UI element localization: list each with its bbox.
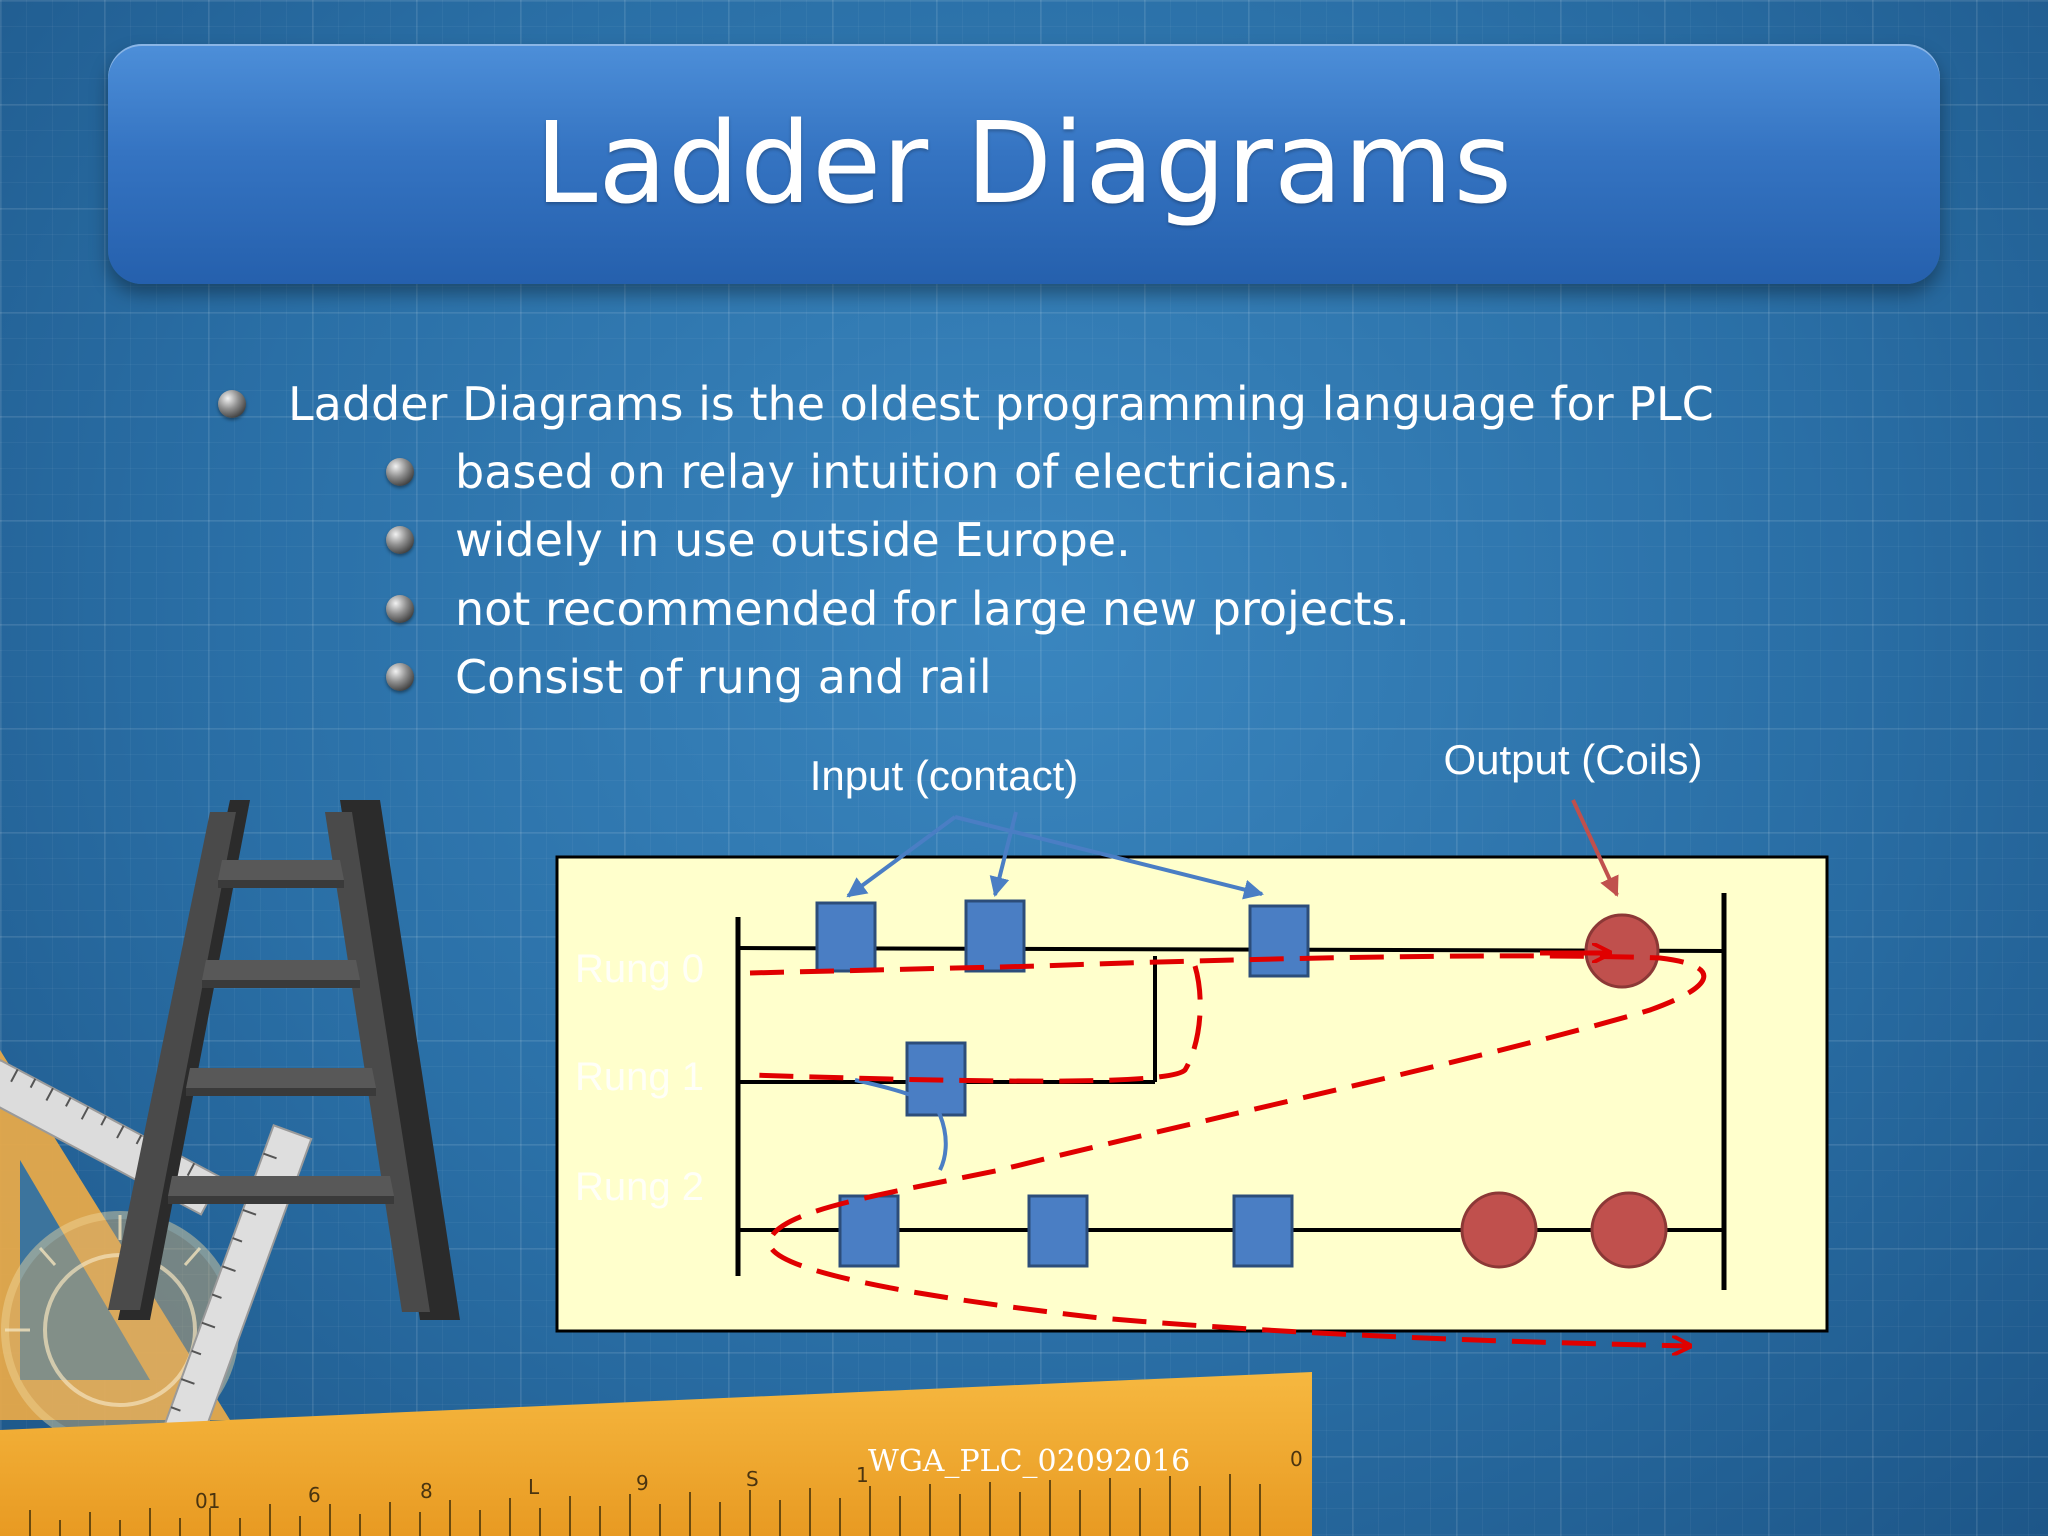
contact-icon xyxy=(964,899,1026,973)
yellow-ruler-icon: 01 6 8 L 9 S 1 0 xyxy=(0,1372,1312,1536)
bullet-icon xyxy=(386,663,414,691)
rung-label: Rung 1 xyxy=(575,1055,704,1099)
flow-path xyxy=(749,953,1707,1346)
contact-icon xyxy=(1248,904,1310,978)
ruler-number: L xyxy=(528,1475,540,1499)
ladder-icon xyxy=(108,800,460,1320)
bullet-item: Ladder Diagrams is the oldest programmin… xyxy=(288,377,1714,431)
rung-label: Rung 0 xyxy=(575,947,704,991)
bullet-item: based on relay intuition of electricians… xyxy=(455,445,1352,499)
contact-icon xyxy=(1027,1194,1089,1268)
coil-icon xyxy=(1460,1191,1538,1269)
bullet-icon xyxy=(386,526,414,554)
bullet-item: widely in use outside Europe. xyxy=(455,513,1131,567)
bullet-list: Ladder Diagrams is the oldest programmin… xyxy=(0,0,2048,720)
contact-icon xyxy=(815,901,877,973)
output-label: Output (Coils) xyxy=(1443,736,1702,783)
title-banner: Ladder Diagrams xyxy=(108,44,1940,284)
bullet-item: not recommended for large new projects. xyxy=(455,582,1410,636)
ruler-number: 01 xyxy=(195,1489,220,1513)
bullet-icon xyxy=(218,390,246,418)
ruler-number: 8 xyxy=(420,1479,433,1503)
rung-label: Rung 2 xyxy=(575,1165,704,1209)
slide-footer: WGA_PLC_02092016 xyxy=(868,1444,1191,1479)
ruler-number: S xyxy=(746,1467,759,1491)
contact-icon xyxy=(838,1194,900,1268)
contact-icon xyxy=(1232,1194,1294,1268)
ruler-number: 0 xyxy=(1290,1447,1303,1471)
ruler-number: 9 xyxy=(636,1471,649,1495)
slide-title: Ladder Diagrams xyxy=(535,99,1513,229)
ruler-number: 1 xyxy=(856,1463,869,1487)
ruler-number: 6 xyxy=(308,1483,321,1507)
ladder-diagram: Rung 0 Rung 1 Rung 2 xyxy=(555,799,1829,1346)
bullet-icon xyxy=(386,458,414,486)
bullet-icon xyxy=(386,595,414,623)
bullet-item: Consist of rung and rail xyxy=(455,650,992,704)
input-label: Input (contact) xyxy=(810,752,1078,799)
coil-icon xyxy=(1590,1191,1668,1269)
